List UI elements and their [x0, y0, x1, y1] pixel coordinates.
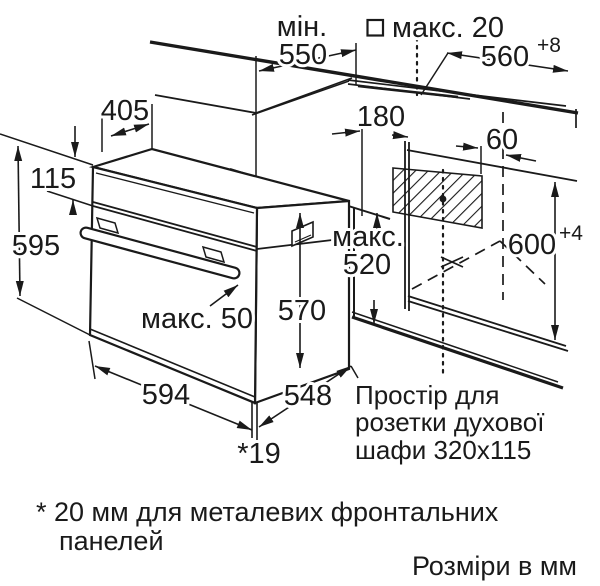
- countertop-lines: [149, 40, 579, 182]
- hidden-cross-dash-b: [440, 256, 464, 268]
- outlet-note-line3: шафи 320x115: [355, 435, 531, 465]
- hidden-floor-dashed-b: [499, 240, 546, 285]
- dim-max50-leader: [209, 284, 239, 307]
- oven-handle: [79, 216, 241, 280]
- dim-180-arrow-right: [391, 131, 409, 140]
- dim-600-sup-text: +4: [559, 222, 583, 245]
- dim-min-550-text: 550: [279, 39, 327, 71]
- dim-600-text: 600: [508, 229, 556, 261]
- niche-cut-edge-b: [251, 80, 350, 116]
- square-symbol: [366, 18, 385, 37]
- control-panel-bottom-a: [92, 201, 258, 248]
- dim-max520-label-text: макс.: [332, 221, 404, 253]
- dim-max20-text: макс. 20: [392, 12, 504, 44]
- dim-560-sup-text: +8: [537, 34, 561, 57]
- handle-mount-right: [201, 245, 226, 264]
- ref-panel-bottom-left: [46, 190, 94, 207]
- ext-594-left: [88, 340, 96, 380]
- dim-min-label-text: мін.: [277, 11, 327, 43]
- outlet-center-dot: [439, 195, 447, 203]
- dim-405-line: [110, 123, 150, 137]
- ext-548-right: [350, 365, 359, 379]
- dim-gap19-text: *19: [237, 438, 281, 470]
- dim-594-line: [94, 365, 253, 431]
- dim-60-text: 60: [486, 124, 518, 156]
- oven: [88, 147, 351, 405]
- dim-548-text: 548: [284, 380, 332, 412]
- counter-back-strip-dark: [357, 84, 459, 99]
- counter-underside-edge: [406, 149, 578, 182]
- niche-shelf-edge-b: [407, 300, 569, 352]
- dim-max520-text: 520: [343, 249, 391, 281]
- niche-shelf-edge-a: [407, 295, 567, 347]
- outlet-note-line2: розетки духової: [355, 407, 544, 437]
- dim-560-line: [446, 51, 569, 73]
- dim-180-text: 180: [357, 101, 405, 133]
- dim-595-text: 595: [12, 230, 60, 262]
- counter-left-front-edge: [154, 94, 257, 114]
- wall-back-edge: [149, 40, 579, 115]
- dim-60-arrow-right: [505, 154, 537, 162]
- dimension-lines: [0, 43, 569, 440]
- dim-548-line: [258, 365, 352, 428]
- dim-115-text: 115: [30, 163, 76, 195]
- control-panel-inner-edge: [95, 172, 255, 214]
- ext-560-leader: [420, 52, 449, 96]
- cabinet-bottom-edge-thick: [351, 315, 564, 390]
- dim-60-arrow-left: [455, 142, 479, 151]
- dimension-labels: мін. 550 макс. 20 560 +8 405 115 595 180…: [9, 8, 586, 473]
- outlet-note-line1: Простір для: [355, 380, 499, 410]
- cabinet-bottom-edge-thin: [351, 311, 559, 383]
- hidden-floor-dashed-a: [411, 240, 501, 290]
- dim-180-arrow-left: [331, 128, 361, 137]
- ref-oven-top-left: [0, 133, 94, 166]
- dim-560-text: 560: [481, 41, 529, 73]
- dim-594-text: 594: [142, 379, 190, 411]
- dim-max50-text: макс. 50: [141, 303, 253, 335]
- footnote-line2: панелей: [59, 526, 164, 556]
- footnote-line1: * 20 мм для металевих фронтальних: [36, 497, 499, 527]
- annotations: Простір для розетки духової шафи 320x115…: [33, 377, 580, 584]
- units-note-text: Розміри в мм: [412, 551, 577, 581]
- dim-595-line: [14, 145, 24, 297]
- ref-oven-bottom-left: [16, 297, 93, 337]
- dim-550-line: [258, 49, 357, 72]
- outlet-area-hatch: [392, 167, 483, 229]
- dim-570-text: 570: [278, 295, 326, 327]
- handle-bar-fill: [81, 228, 239, 278]
- counter-back-strip-a: [347, 79, 567, 107]
- dim-405-text: 405: [101, 95, 149, 127]
- oven-front-face: [88, 165, 259, 405]
- handle-mount-left: [95, 216, 120, 235]
- control-panel-bottom-b: [92, 205, 258, 252]
